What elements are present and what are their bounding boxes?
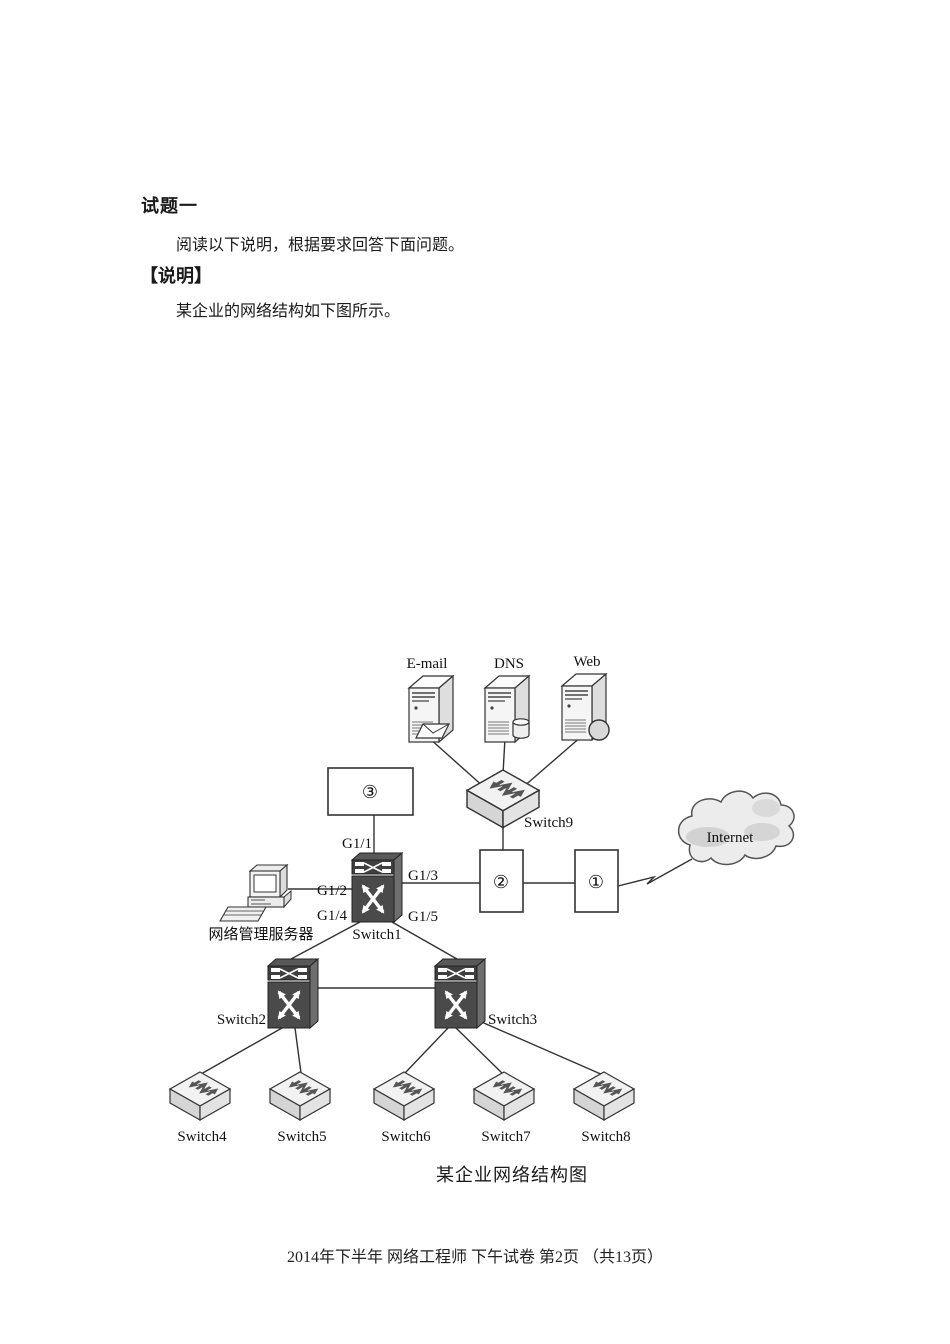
page-footer: 2014年下半年 网络工程师 下午试卷 第2页 （共13页） [286,1249,663,1266]
switch1-icon [352,853,402,922]
switch5-label: Switch5 [277,1129,326,1145]
port-g1-5-label: G1/5 [408,909,438,925]
box1-number: ① [588,872,604,892]
connection-lines [200,735,693,1076]
port-g1-3-label: G1/3 [408,868,438,884]
switch8-label: Switch8 [581,1129,630,1145]
switch5-icon [270,1072,330,1120]
port-g1-1-label: G1/1 [342,836,372,852]
web-server-label: Web [573,654,600,670]
switch3-icon [435,959,485,1028]
box2-device: ② [479,849,524,913]
section-label: 【说明】 [140,266,212,286]
internet-cloud: Internet [677,790,795,866]
email-server-label: E-mail [407,656,448,672]
internet-label: Internet [707,830,754,846]
management-server-label: 网络管理服务器 [208,926,313,943]
switch3-label: Switch3 [488,1012,537,1028]
box3-device: ③ [327,767,414,816]
switch4-icon [170,1072,230,1120]
box1-device: ① [574,849,619,913]
network-diagram: E-mail DNS Web Switch9 ③ ② ① Internet [130,654,795,1145]
switch1-label: Switch1 [352,927,401,943]
description-text: 某企业的网络结构如下图所示。 [176,303,401,320]
management-server-icon [219,863,292,922]
diagram-caption: 某企业网络结构图 [436,1165,588,1185]
switch7-icon [474,1072,534,1120]
box2-number: ② [493,872,509,892]
instruction-text: 阅读以下说明，根据要求回答下面问题。 [176,237,465,254]
switch2-icon [268,959,318,1028]
switch7-label: Switch7 [481,1129,531,1145]
port-g1-2-label: G1/2 [317,883,347,899]
switch6-icon [374,1072,434,1120]
dns-server-icon [484,675,530,743]
switch8-icon [574,1072,634,1120]
switch2-label: Switch2 [217,1012,266,1028]
port-g1-4-label: G1/4 [317,908,348,924]
dns-server-label: DNS [494,656,524,672]
switch4-label: Switch4 [177,1129,227,1145]
switch9-label: Switch9 [524,815,573,831]
question-title: 试题一 [141,196,198,216]
switch6-label: Switch6 [381,1129,431,1145]
web-server-icon [561,673,610,741]
box3-number: ③ [362,782,378,802]
email-server-icon [408,675,454,743]
